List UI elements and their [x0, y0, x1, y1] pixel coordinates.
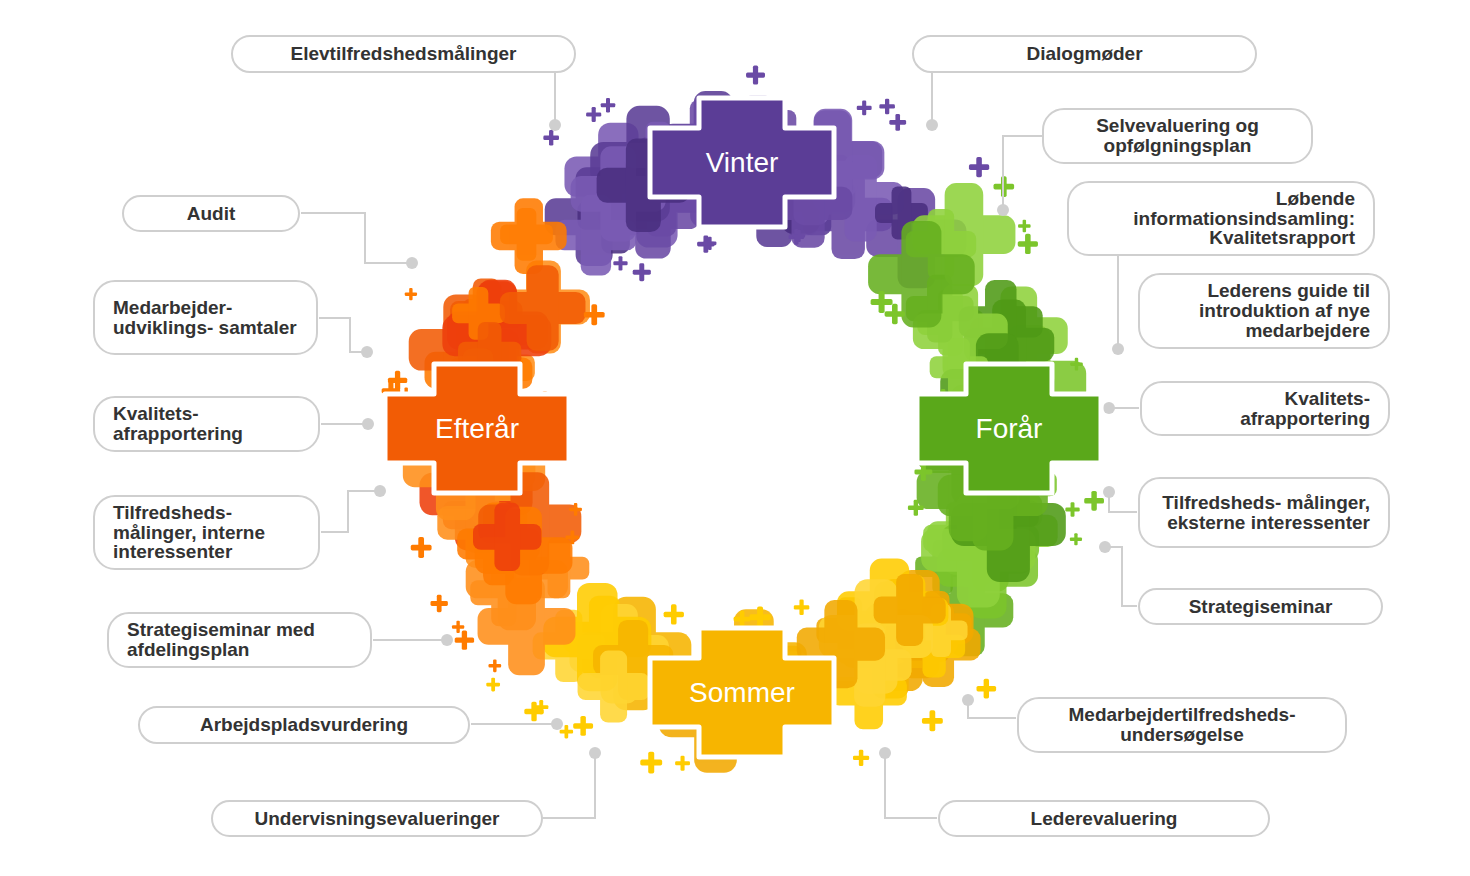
callout-text: Lederevaluering [958, 809, 1250, 829]
callout-text: Strategiseminar med afdelingsplan [127, 620, 352, 660]
season-name: Vinter [706, 149, 779, 177]
callout-box: Strategiseminar med afdelingsplan [107, 612, 372, 668]
callout-text: Audit [142, 204, 280, 224]
callout-box: Kvalitets- afrapportering [93, 396, 320, 452]
callout-box: Tilfredsheds- målinger, eksterne interes… [1138, 477, 1390, 548]
callout-box: Tilfredsheds- målinger, interne interess… [93, 495, 320, 571]
season-label: Sommer [647, 625, 837, 760]
callout-box: Elevtilfredshedsmålinger [231, 35, 576, 73]
callout-box: Løbende informationsindsamling: Kvalitet… [1067, 181, 1375, 257]
callout-box: Arbejdspladsvurdering [138, 706, 470, 744]
callout-text: Arbejdspladsvurdering [158, 715, 450, 735]
callout-text: Medarbejdertilfredsheds- undersøgelse [1037, 705, 1327, 745]
callout-text: Selvevaluering og opfølgningsplan [1062, 116, 1293, 156]
season-name: Forår [976, 415, 1043, 443]
callout-box: Selvevaluering og opfølgningsplan [1042, 108, 1313, 164]
callout-text: Elevtilfredshedsmålinger [251, 44, 556, 64]
callout-box: Lederens guide til introduktion af nye m… [1138, 273, 1390, 349]
callout-text: Kvalitets- afrapportering [113, 404, 300, 444]
season-label: Vinter [647, 95, 837, 230]
callout-box: Strategiseminar [1138, 588, 1383, 625]
callout-text: Medarbejder- udviklings- samtaler [113, 298, 298, 338]
callout-box: Medarbejder- udviklings- samtaler [93, 280, 318, 355]
callout-text: Løbende informationsindsamling: Kvalitet… [1087, 189, 1355, 249]
callout-text: Lederens guide til introduktion af nye m… [1158, 281, 1370, 341]
season-name: Sommer [689, 679, 795, 707]
callout-box: Undervisningsevalueringer [211, 800, 543, 837]
season-label: Efterår [382, 361, 572, 496]
callout-text: Tilfredsheds- målinger, interne interess… [113, 503, 300, 563]
callout-text: Strategiseminar [1158, 597, 1363, 617]
callout-box: Audit [122, 195, 300, 232]
callout-text: Undervisningsevalueringer [231, 809, 523, 829]
callout-text: Dialogmøder [932, 44, 1237, 64]
season-label: Forår [914, 361, 1104, 496]
callout-box: Dialogmøder [912, 35, 1257, 73]
callout-text: Tilfredsheds- målinger, eksterne interes… [1158, 493, 1370, 533]
callout-box: Medarbejdertilfredsheds- undersøgelse [1017, 697, 1347, 753]
callout-box: Lederevaluering [938, 800, 1270, 837]
season-name: Efterår [435, 415, 519, 443]
callout-box: Kvalitets- afrapportering [1140, 381, 1390, 437]
callout-text: Kvalitets- afrapportering [1160, 389, 1370, 429]
